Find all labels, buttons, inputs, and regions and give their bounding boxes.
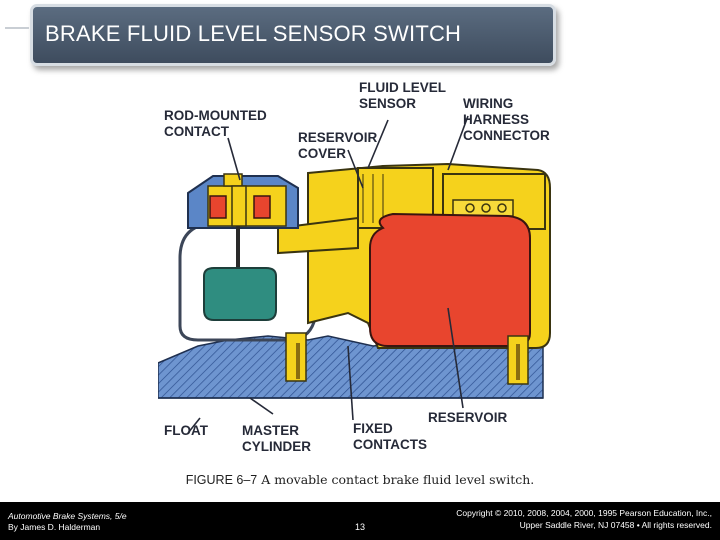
- footer-book-info: Automotive Brake Systems, 5/e By James D…: [8, 511, 127, 533]
- label-reservoir-cover: RESERVOIR COVER: [298, 130, 378, 161]
- figure-number: FIGURE 6–7: [185, 473, 258, 487]
- figure-caption-text: A movable contact brake fluid level swit…: [261, 472, 535, 487]
- footer-author: By James D. Halderman: [8, 522, 101, 532]
- footer-copyright-line2: Upper Saddle River, NJ 07458 • All right…: [519, 520, 712, 530]
- figure-caption: FIGURE 6–7 A movable contact brake fluid…: [0, 472, 720, 487]
- slide-footer: Automotive Brake Systems, 5/e By James D…: [0, 502, 720, 540]
- footer-page-number: 13: [355, 522, 366, 532]
- footer-copyright: Copyright © 2010, 2008, 2004, 2000, 1995…: [456, 507, 712, 531]
- label-fixed-contacts: FIXED CONTACTS: [353, 421, 427, 452]
- brake-fluid-sensor-diagram: ROD-MOUNTED CONTACT FLUID LEVEL SENSOR W…: [158, 78, 560, 458]
- float: [203, 267, 277, 321]
- slide-title-bar: BRAKE FLUID LEVEL SENSOR SWITCH: [5, 4, 556, 66]
- diagram-illustration: [158, 115, 551, 434]
- rod-mounted-contact: [209, 195, 227, 219]
- label-reservoir: RESERVOIR: [428, 410, 508, 425]
- label-rod-mounted-contact: ROD-MOUNTED CONTACT: [164, 108, 267, 139]
- slide-title: BRAKE FLUID LEVEL SENSOR SWITCH: [45, 21, 462, 46]
- label-wiring-harness-connector: WIRING HARNESS CONNECTOR: [463, 96, 550, 143]
- footer-book-title: Automotive Brake Systems, 5/e: [8, 511, 127, 521]
- label-fluid-level-sensor: FLUID LEVEL SENSOR: [359, 80, 446, 111]
- footer-copyright-line1: Copyright © 2010, 2008, 2004, 2000, 1995…: [456, 508, 712, 518]
- label-float: FLOAT: [164, 423, 208, 438]
- label-master-cylinder: MASTER CYLINDER: [242, 423, 312, 454]
